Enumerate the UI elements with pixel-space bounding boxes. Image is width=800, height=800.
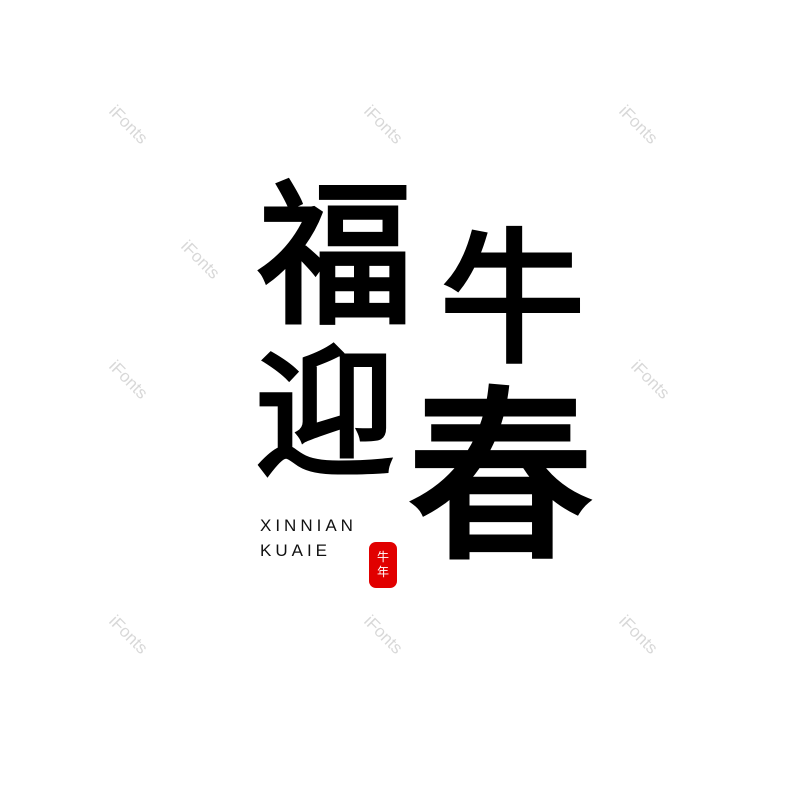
watermark: iFonts [360,101,407,148]
watermark: iFonts [615,101,662,148]
watermark: iFonts [627,356,674,403]
red-seal-stamp: 牛 年 [369,542,397,588]
seal-char: 年 [376,565,389,579]
watermark: iFonts [177,236,224,283]
watermark: iFonts [615,611,662,658]
char-fu: 福 [258,164,413,347]
char-ying: 迎 [255,333,396,497]
subtitle-line-2: KUAIE [260,541,332,560]
char-niu: 牛 [440,215,585,385]
watermark: iFonts [360,611,407,658]
subtitle-line-1: XINNIAN [260,516,357,535]
watermark: iFonts [105,611,152,658]
char-chun: 春 [408,368,593,586]
watermark: iFonts [105,101,152,148]
watermark: iFonts [105,356,152,403]
seal-char: 牛 [376,550,389,564]
